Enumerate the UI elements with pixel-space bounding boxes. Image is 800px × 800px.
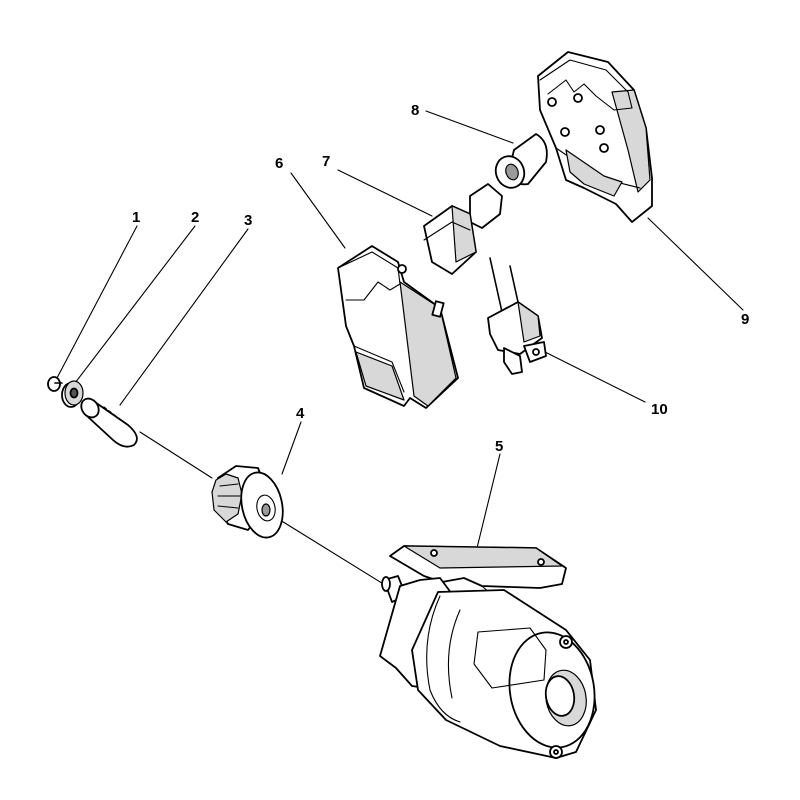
grommet-part-8 xyxy=(494,133,548,189)
callout-2: 2 xyxy=(191,209,199,226)
washer-part-2 xyxy=(61,380,84,408)
cover-part-6 xyxy=(337,245,459,409)
callout-8: 8 xyxy=(411,102,419,119)
callout-labels: 1 2 3 4 5 6 7 8 9 10 xyxy=(132,102,749,455)
starter-motor-part-5 xyxy=(379,545,597,759)
snap-ring-part-1 xyxy=(47,376,63,392)
callout-6: 6 xyxy=(275,155,283,172)
housing-part-9 xyxy=(537,51,653,223)
sleeve-part-3 xyxy=(80,397,138,448)
terminal-boot-part-7 xyxy=(423,183,503,275)
drive-pinion-part-4 xyxy=(211,465,284,539)
callout-7: 7 xyxy=(322,153,330,170)
callout-9: 9 xyxy=(741,311,749,328)
callout-3: 3 xyxy=(244,212,252,229)
callout-10: 10 xyxy=(651,401,668,418)
callout-4: 4 xyxy=(296,405,305,422)
connector-part-10 xyxy=(487,257,547,375)
leader-lines xyxy=(56,110,744,549)
assembly-axis-lines xyxy=(139,431,386,586)
callout-1: 1 xyxy=(132,209,140,226)
callout-5: 5 xyxy=(495,438,503,455)
